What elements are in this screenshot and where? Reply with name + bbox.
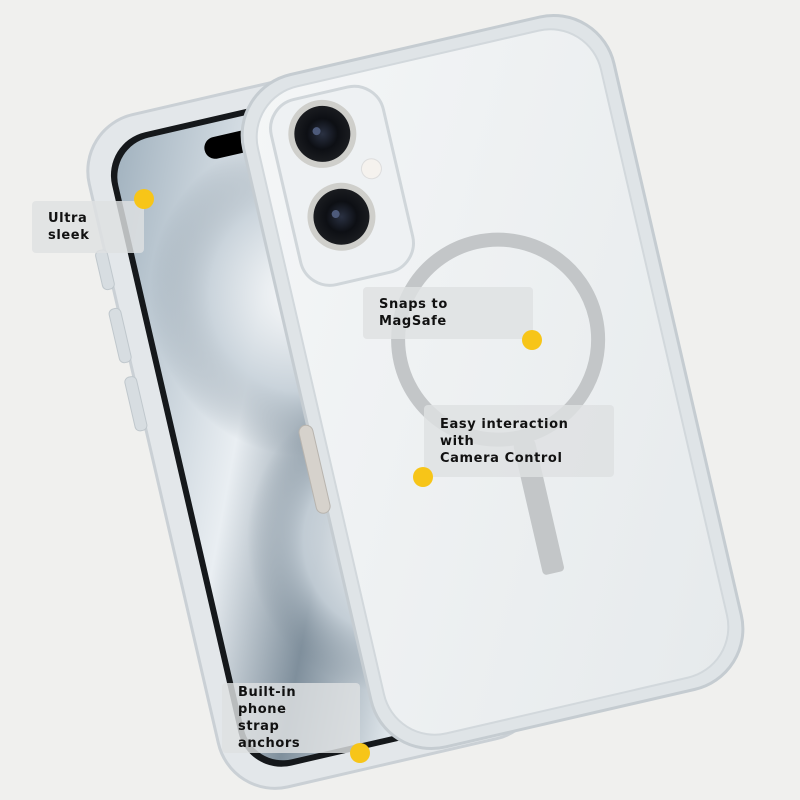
hotspot-dot-icon[interactable] xyxy=(350,743,370,763)
hotspot-dot-icon[interactable] xyxy=(134,189,154,209)
callout-label: Built-in phone strap anchors xyxy=(238,685,301,751)
callout-magsafe: Snaps to MagSafe xyxy=(363,287,533,339)
callout-camera-control: Easy interaction with Camera Control xyxy=(424,405,614,477)
callout-label: Snaps to MagSafe xyxy=(379,297,448,329)
callout-ultra-sleek: Ultra sleek xyxy=(32,201,144,253)
back-phone xyxy=(240,13,745,751)
callout-strap-anchors: Built-in phone strap anchors xyxy=(222,683,360,753)
callout-label: Easy interaction with Camera Control xyxy=(440,416,569,466)
hotspot-dot-icon[interactable] xyxy=(522,330,542,350)
hotspot-dot-icon[interactable] xyxy=(413,467,433,487)
callout-label: Ultra sleek xyxy=(48,211,90,243)
